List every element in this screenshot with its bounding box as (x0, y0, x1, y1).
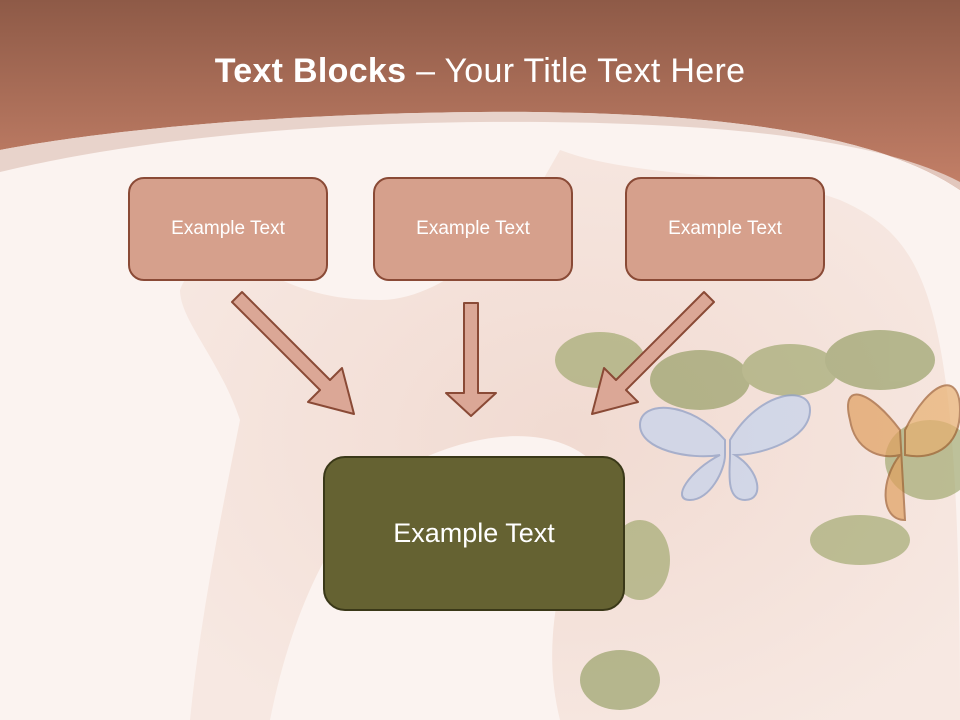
orange-butterfly (847, 384, 960, 522)
text-block-right[interactable]: Example Text (625, 177, 825, 281)
text-block-right-label: Example Text (668, 218, 782, 239)
slide-title: Text Blocks – Your Title Text Here (0, 52, 960, 91)
text-block-middle-label: Example Text (416, 218, 530, 239)
text-block-left[interactable]: Example Text (128, 177, 328, 281)
blue-butterfly (638, 394, 812, 502)
header-band (0, 0, 960, 190)
title-rest: – Your Title Text Here (406, 52, 746, 90)
figure-silhouette (180, 150, 960, 720)
text-block-center[interactable]: Example Text (323, 456, 625, 611)
text-block-middle[interactable]: Example Text (373, 177, 573, 281)
text-block-left-label: Example Text (171, 218, 285, 239)
text-block-center-label: Example Text (393, 518, 555, 548)
header-swoosh (0, 111, 960, 190)
title-bold: Text Blocks (214, 52, 407, 90)
